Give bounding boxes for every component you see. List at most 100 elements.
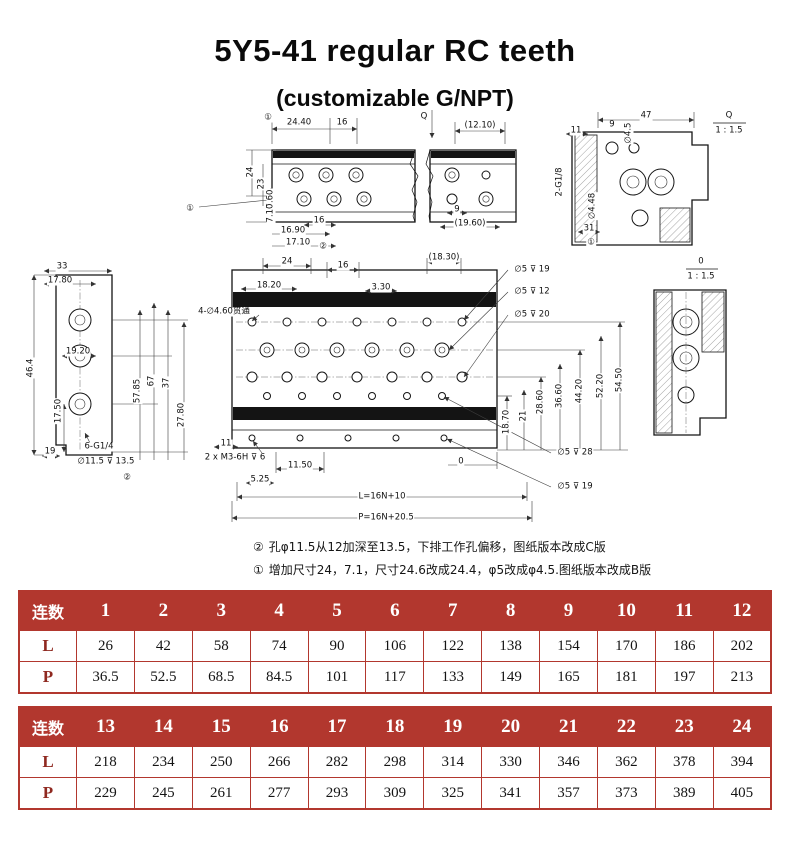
dimension-label: ① [586,237,596,248]
dimension-label: 6-G1/4 [83,441,115,452]
dimension-value: 197 [654,661,714,694]
station-number-header: 1 [76,590,135,631]
right-section-view [653,268,727,436]
station-number-header: 13 [76,706,135,747]
dimension-value: 394 [712,746,772,778]
dimension-value: 389 [654,777,714,810]
note-text: 增加尺寸24，7.1，尺寸24.6改成24.4，φ5改成φ4.5.图纸版本改成B… [268,563,652,577]
dimension-label: ∅5 ⊽ 20 [513,309,551,320]
dimension-value: 26 [76,630,135,662]
dimension-value: 68.5 [191,661,251,694]
dimension-label: 9 [608,119,616,130]
dimension-value: 58 [191,630,251,662]
dimension-value: 405 [712,777,772,810]
dimension-label: 37 [161,376,172,390]
dimension-value: 245 [133,777,193,810]
dimension-label: 7.10 [265,202,276,224]
dimension-label: 33 [55,261,69,272]
dimension-label: 18.70 [501,408,512,436]
dimension-value: 266 [249,746,309,778]
dimension-label: Q [724,110,734,121]
dimension-value: 165 [539,661,598,694]
station-number-header: 22 [596,706,656,747]
station-number-header: 9 [539,590,598,631]
dimension-label: 2 x M3-6H ⊽ 6 [203,452,267,463]
dimension-label: 57.85 [132,377,143,405]
dimension-label: L=16N+10 [357,491,407,502]
dimension-label: 4-∅4.60贯通 [197,306,251,317]
dimension-label: 11 [219,438,233,449]
dimension-value: 106 [365,630,425,662]
station-number-header: 8 [481,590,540,631]
station-number-header: 11 [654,590,714,631]
dimension-value: 346 [539,746,598,778]
dimension-label: P=16N+20.5 [357,512,415,523]
station-number-header: 19 [423,706,483,747]
dimension-label: Q [419,111,429,122]
dimension-value: 122 [423,630,483,662]
dimension-label: 17.80 [46,275,74,286]
dimension-label: 18.20 [255,280,283,291]
dimension-value: 170 [596,630,656,662]
dimension-label: 36.60 [554,382,565,410]
dimension-label: ② [122,472,132,483]
dimension-value: 52.5 [133,661,193,694]
station-number-header: 12 [712,590,772,631]
dimension-label: ① [263,112,273,123]
dimension-value: 357 [539,777,598,810]
station-number-header: 15 [191,706,251,747]
dimension-value: 341 [481,777,540,810]
dimension-value: 138 [481,630,540,662]
dimension-value: 378 [654,746,714,778]
row-label: L [18,746,77,778]
station-number-header: 21 [539,706,598,747]
dimension-label: 24 [280,256,294,267]
dimension-label: 17.50 [53,397,64,425]
dimension-value: 277 [249,777,309,810]
top-view-left [271,149,419,223]
dimension-label: 44.20 [574,377,585,405]
dimension-value: 282 [307,746,367,778]
dimension-label: 1 : 1.5 [686,271,716,282]
stations-header: 连数 [18,706,77,747]
dimension-label: 28.60 [535,388,546,416]
station-number-header: 3 [191,590,251,631]
dimension-value: 154 [539,630,598,662]
dimension-label: 11.50 [286,460,314,471]
dimension-value: 229 [76,777,135,810]
row-label: L [18,630,77,662]
dimension-label: 3.30 [370,282,392,293]
dimension-value: 74 [249,630,309,662]
dimension-value: 133 [423,661,483,694]
dimension-label: ∅11.5 ⊽ 13.5 [76,456,136,467]
dimension-label: 5.25 [249,474,271,485]
left-side-view [31,268,188,460]
dimension-value: 90 [307,630,367,662]
station-number-header: 24 [712,706,772,747]
dimension-value: 325 [423,777,483,810]
dimension-label: 31 [582,223,596,234]
drawing-linework [31,110,746,522]
dimension-value: 373 [596,777,656,810]
dimension-value: 298 [365,746,425,778]
dimension-label: 46.4 [25,357,36,379]
dimension-label: 21 [518,409,529,423]
station-number-header: 18 [365,706,425,747]
dimension-label: 54.50 [614,366,625,394]
dimension-label: 11 [569,125,583,136]
dimension-label: ∅4.48 [587,191,598,221]
dimension-value: 36.5 [76,661,135,694]
dimension-label: 0 [697,256,705,267]
